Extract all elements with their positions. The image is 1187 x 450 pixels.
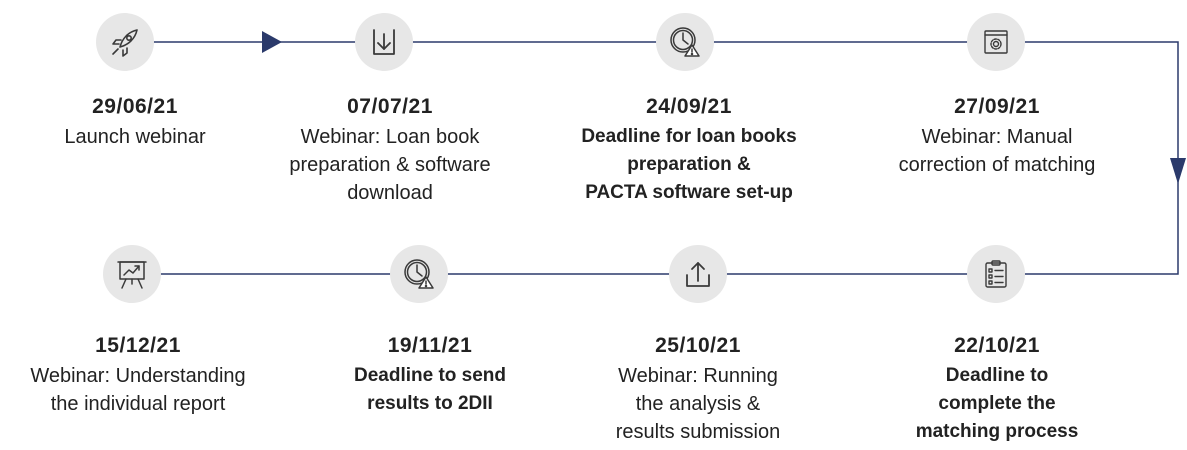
checklist-icon	[985, 260, 1007, 288]
milestone-date: 24/09/21	[646, 95, 732, 118]
download-icon	[373, 29, 395, 55]
milestone-description: Webinar: Manual correction of matching	[898, 126, 1096, 176]
milestone-node-7	[390, 245, 448, 303]
milestone-label-3: 24/09/21 Deadline for loan books prepara…	[554, 93, 824, 207]
milestone-description: Launch webinar	[64, 126, 206, 148]
milestone-node-6	[669, 245, 727, 303]
milestone-label-2: 07/07/21 Webinar: Loan book preparation …	[255, 93, 525, 207]
milestone-label-6: 25/10/21 Webinar: Running the analysis &…	[563, 332, 833, 446]
milestone-node-2	[355, 13, 413, 71]
milestone-date: 07/07/21	[347, 95, 433, 118]
milestone-label-1: 29/06/21 Launch webinar	[0, 93, 270, 151]
milestone-description: Webinar: Running the analysis & results …	[615, 365, 781, 443]
milestone-node-5	[967, 245, 1025, 303]
upload-icon	[686, 262, 710, 287]
milestone-date: 19/11/21	[387, 334, 473, 357]
milestone-description: Deadline for loan books preparation & PA…	[581, 126, 797, 203]
milestone-node-3	[656, 13, 714, 71]
presentation-chart-icon	[117, 261, 147, 289]
clock-warning-icon	[404, 259, 434, 289]
milestone-date: 25/10/21	[655, 334, 741, 357]
milestone-date: 15/12/21	[95, 334, 181, 357]
milestone-label-7: 19/11/21 Deadline to send results to 2DI…	[295, 332, 565, 418]
milestone-description: Webinar: Loan book preparation & softwar…	[289, 126, 491, 204]
milestone-node-8	[103, 245, 161, 303]
clock-warning-icon	[670, 27, 700, 57]
milestone-description: Deadline to complete the matching proces…	[915, 365, 1079, 442]
milestone-date: 22/10/21	[954, 334, 1040, 357]
milestone-date: 29/06/21	[92, 95, 178, 118]
direction-arrow-right	[262, 31, 282, 53]
milestone-label-5: 22/10/21 Deadline to complete the matchi…	[862, 332, 1132, 446]
rocket-icon	[112, 29, 138, 57]
milestone-date: 27/09/21	[954, 95, 1040, 118]
milestone-node-1	[96, 13, 154, 71]
milestone-label-4: 27/09/21 Webinar: Manual correction of m…	[862, 93, 1132, 179]
direction-arrow-down	[1170, 158, 1186, 184]
milestone-label-8: 15/12/21 Webinar: Understanding the indi…	[3, 332, 273, 418]
settings-window-icon	[984, 30, 1008, 54]
milestone-node-4	[967, 13, 1025, 71]
milestone-description: Webinar: Understanding the individual re…	[30, 365, 246, 415]
milestone-description: Deadline to send results to 2DII	[353, 365, 507, 414]
